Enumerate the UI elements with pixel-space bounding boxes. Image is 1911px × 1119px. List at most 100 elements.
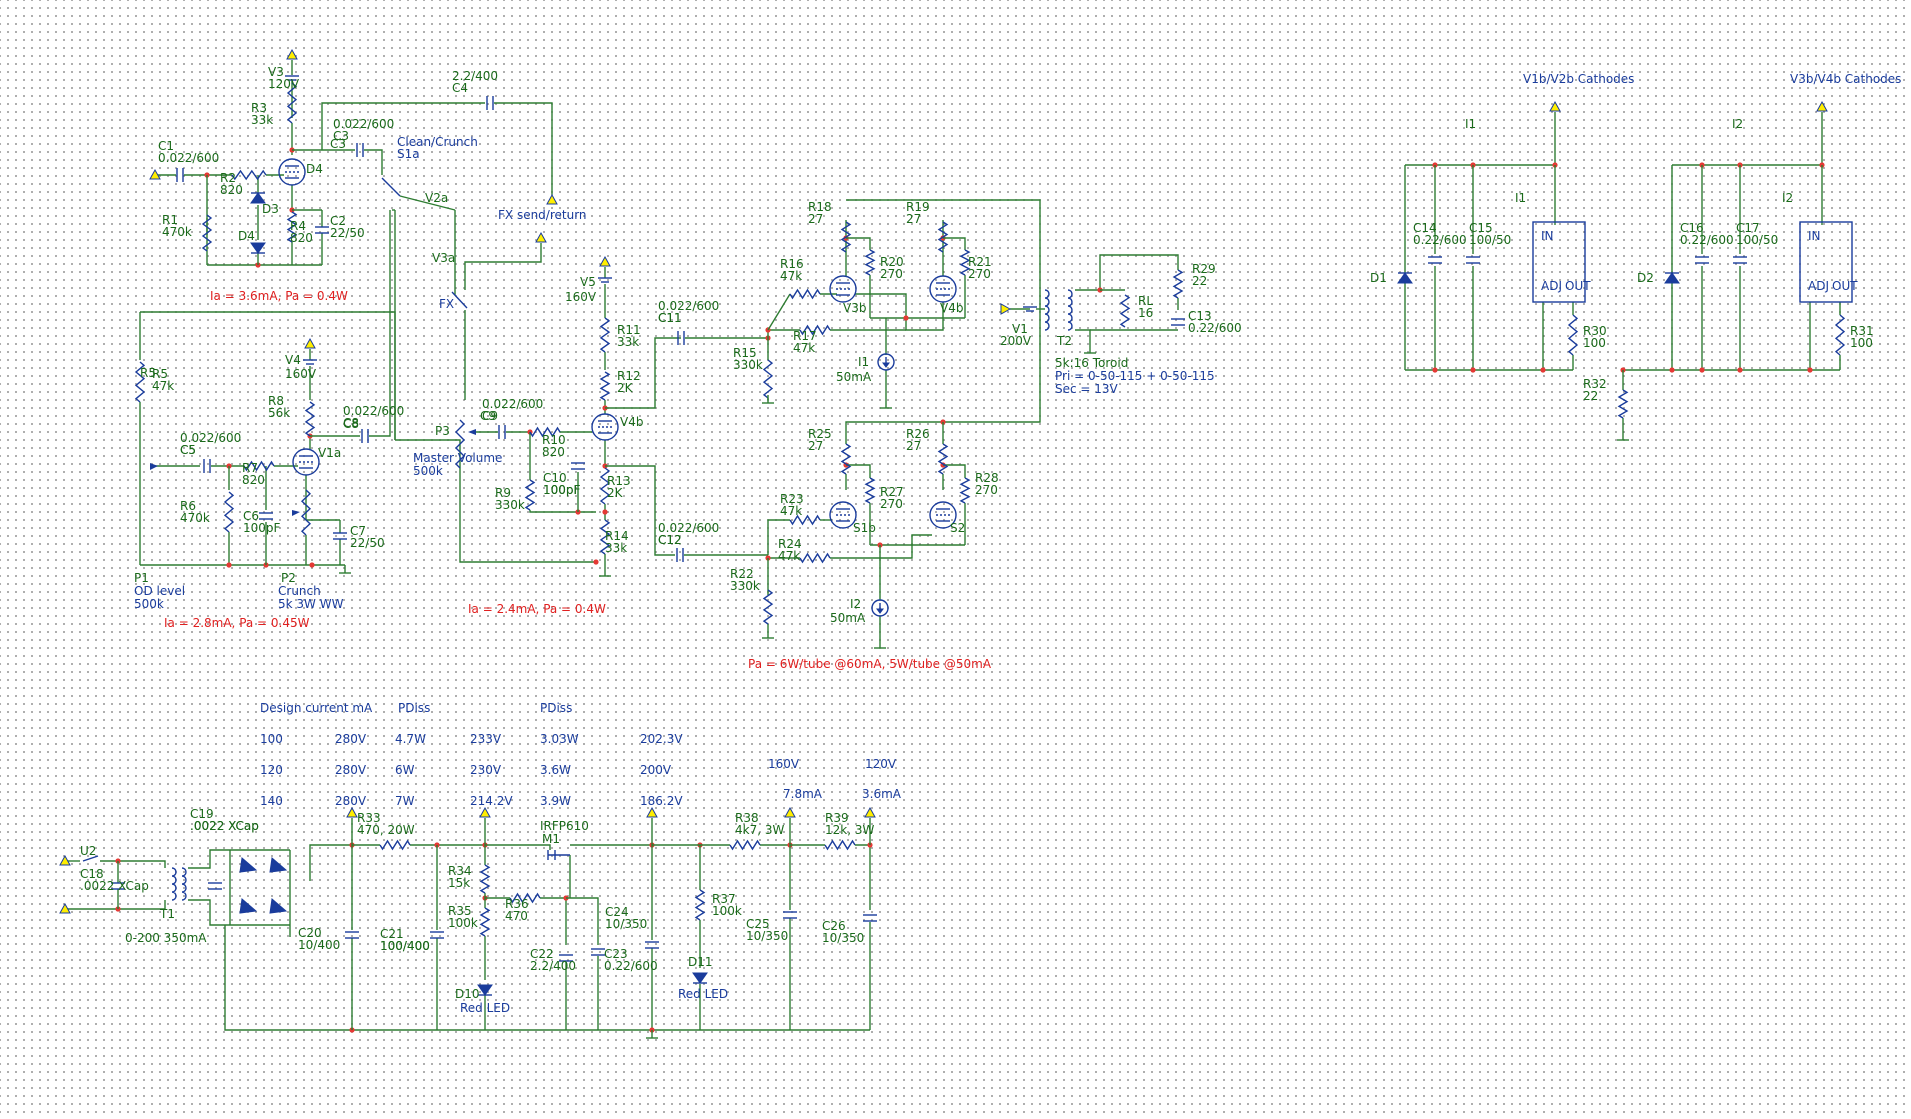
s3-ref: U2 — [80, 844, 96, 858]
switch-s3-icon[interactable] — [82, 855, 99, 862]
reg-out: OUT — [1565, 279, 1591, 293]
terminal-icon[interactable] — [599, 255, 611, 267]
c9-ref-b: C9 — [480, 409, 496, 423]
table-extra: 160V — [768, 757, 800, 771]
table-cell: 200V — [640, 763, 672, 777]
switch-s2-icon[interactable] — [451, 291, 468, 309]
p2-value: 5k 3W WW — [278, 597, 344, 611]
wire — [369, 210, 391, 437]
d10-value: Red LED — [460, 1001, 510, 1015]
reg-adj: ADJ — [1541, 279, 1562, 293]
terminal-icon[interactable] — [479, 806, 491, 818]
i2-value: 50mA — [830, 611, 866, 625]
p2-wiper-icon[interactable] — [292, 510, 300, 516]
table-cell: 230V — [470, 763, 502, 777]
c16-ref: C16 — [1680, 221, 1704, 235]
d11-value: Red LED — [678, 987, 728, 1001]
diode-ref: D1 — [1370, 271, 1387, 285]
terminal-icon[interactable] — [59, 854, 71, 866]
terminal-icon[interactable] — [286, 48, 298, 60]
terminal-icon[interactable] — [646, 806, 658, 818]
c21-value: 100/400 — [380, 939, 430, 953]
mosfet-icon — [547, 850, 570, 860]
p1-ref: P1 — [134, 571, 149, 585]
terminal-icon[interactable] — [784, 806, 796, 818]
fx-send-label: FX send/return — [498, 208, 587, 222]
wire — [100, 860, 166, 868]
m1-ref: M1 — [542, 832, 560, 846]
r15-resistor — [762, 359, 774, 399]
p1-wiper-icon[interactable] — [150, 463, 158, 470]
t2-value: 5k:16 Toroid — [1055, 356, 1128, 370]
r9-value: 330k — [495, 498, 525, 512]
c22-ref: C22 — [530, 947, 554, 961]
r3-value: 33k — [251, 113, 273, 127]
r29-resistor — [1172, 269, 1184, 299]
terminal-icon[interactable] — [1000, 303, 1012, 315]
ground-icon — [1617, 432, 1629, 441]
cathode-label: V3b/V4b Cathodes — [1790, 72, 1901, 86]
junction-dot — [1807, 367, 1813, 373]
terminal-icon[interactable] — [346, 806, 358, 818]
m1-value: IRFP610 — [540, 819, 589, 833]
r30-resistor — [1567, 314, 1579, 356]
v2b-ref: V4b — [940, 301, 963, 315]
table-extra: 7.8mA — [783, 787, 823, 801]
terminal-icon[interactable] — [149, 168, 161, 180]
r11-resistor — [599, 317, 611, 353]
r27-value: 270 — [880, 497, 903, 511]
c7-value: 22/50 — [350, 536, 385, 550]
c6-value: 100pF — [243, 521, 281, 535]
r4-ref: R4 — [290, 219, 306, 233]
table-header-current: Design current mA — [260, 701, 373, 715]
terminal-icon[interactable] — [1816, 100, 1828, 112]
r3-ref: R3 — [251, 101, 267, 115]
wire — [309, 844, 352, 880]
note-power: Pa = 6W/tube @60mA, 5W/tube @50mA — [748, 657, 992, 671]
c8-ref: C8 — [343, 416, 359, 430]
r11-ref: R11 — [617, 323, 641, 337]
c4-value: 2.2/400 — [452, 69, 498, 83]
terminal-icon[interactable] — [1549, 100, 1561, 112]
r5-ref-b: R5 — [140, 366, 156, 380]
vacuum-tube-icon — [829, 501, 857, 529]
t2-secondary-icon — [1067, 289, 1073, 331]
terminal-icon[interactable] — [864, 806, 876, 818]
r13-resistor — [599, 467, 611, 505]
c9-value: 0.022/600 — [482, 397, 543, 411]
p2-name: Crunch — [278, 584, 321, 598]
c20-ref: C20 — [298, 926, 322, 940]
r6-value: 470k — [180, 511, 210, 525]
terminal-icon[interactable] — [535, 231, 547, 243]
table-cell: 280V — [335, 794, 367, 808]
t1-ref: T1 — [159, 907, 175, 921]
c6-ref: C6 — [243, 509, 259, 523]
s1b-ref: V2a — [425, 191, 448, 205]
c25-ref: C25 — [746, 917, 770, 931]
v4-ref: V4 — [285, 353, 301, 367]
terminal-icon[interactable] — [304, 337, 316, 349]
c1-ref: C1 — [158, 139, 174, 153]
r16-ref: R16 — [780, 257, 804, 271]
current-block-label: I1 — [1465, 117, 1476, 131]
d11-ref: D11 — [688, 955, 713, 969]
r26-resistor — [937, 443, 949, 475]
r5-value: 47k — [152, 379, 174, 393]
switch-s1a-icon[interactable] — [381, 177, 401, 197]
terminal-icon[interactable] — [546, 193, 558, 205]
master-wiper-icon[interactable] — [468, 429, 476, 435]
bridge-diode-icon — [269, 857, 288, 873]
wire — [395, 439, 596, 563]
ground-icon — [646, 1030, 658, 1039]
ground-icon — [1084, 345, 1096, 354]
wire — [188, 849, 230, 869]
r18-resistor — [840, 221, 852, 253]
table-cell: 280V — [335, 732, 367, 746]
terminal-icon[interactable] — [59, 902, 71, 914]
ground-icon — [339, 565, 351, 574]
ground-icon — [880, 400, 892, 409]
r8-ref: R8 — [268, 394, 284, 408]
r29-ref: R29 — [1192, 262, 1216, 276]
junction-dot — [903, 315, 909, 321]
